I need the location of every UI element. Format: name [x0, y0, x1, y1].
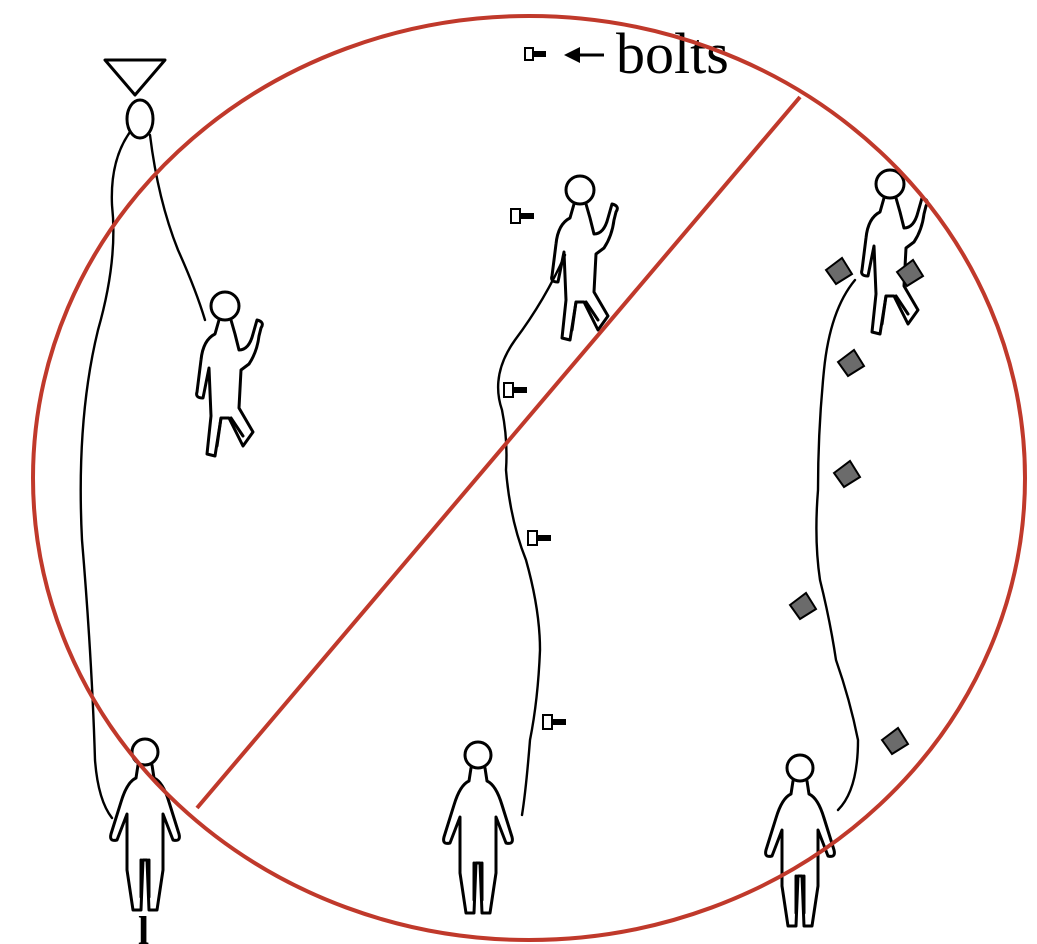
belayer-figure	[442, 740, 514, 915]
bolt-icon	[524, 47, 546, 61]
legend: bolts	[524, 21, 729, 86]
legend-label: bolts	[616, 21, 729, 86]
bolt-icon	[542, 714, 567, 730]
prohibition-sign	[31, 14, 1027, 942]
cam-icon	[833, 460, 861, 488]
stray-letter: l	[138, 908, 149, 944]
belayer-figure	[764, 753, 836, 928]
bolt-icon	[503, 382, 528, 398]
anchor-icon	[103, 58, 167, 97]
panel-bolted-lead	[442, 174, 619, 915]
cam-icon	[789, 592, 817, 620]
rope	[815, 278, 860, 812]
anchor-ring	[125, 98, 155, 140]
cam-icon	[837, 349, 865, 377]
bolt-icon	[527, 530, 552, 546]
arrow-left-icon	[564, 47, 604, 63]
belayer-figure	[109, 737, 181, 912]
rope	[496, 253, 567, 817]
climber-figure	[550, 174, 619, 342]
rope	[79, 130, 207, 820]
bolt-icon	[510, 208, 535, 224]
panel-trad-lead	[764, 168, 929, 928]
climber-figure	[860, 168, 929, 336]
cam-icon	[881, 727, 909, 755]
cam-icon	[825, 257, 853, 285]
cam-icon	[896, 259, 924, 287]
climber-figure	[195, 290, 264, 458]
panel-top-rope	[79, 58, 264, 912]
